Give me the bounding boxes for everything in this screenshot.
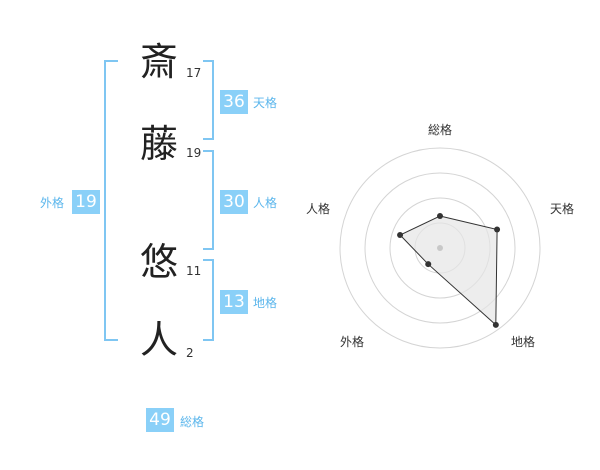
radar-point (494, 226, 501, 233)
gaikaku-bracket (104, 60, 118, 341)
name-char-4: 人 (140, 318, 179, 362)
stroke-count-3: 11 (186, 264, 202, 278)
radar-point (397, 232, 404, 239)
radar-label-jinkaku: 人格 (306, 202, 331, 216)
radar-label-soukaku: 総格 (428, 123, 453, 137)
gaikaku-value: 19 (72, 190, 100, 214)
soukaku-label: 総格 (180, 415, 205, 429)
name-char-1: 斎 (140, 40, 179, 84)
chikaku-value: 13 (220, 290, 248, 314)
radar-label-chikaku: 地格 (511, 335, 536, 349)
tenkaku-label: 天格 (253, 96, 278, 110)
stroke-count-4: 2 (186, 346, 194, 360)
radar-grid-ring (339, 147, 541, 349)
jinkaku-value: 30 (220, 190, 248, 214)
radar-point (492, 321, 499, 328)
chikaku-bracket (203, 259, 214, 341)
stroke-count-2: 19 (186, 146, 202, 160)
radar-point (437, 213, 443, 219)
tenkaku-value: 36 (220, 90, 248, 114)
gaikaku-label: 外格 (40, 196, 65, 210)
name-char-2: 藤 (140, 122, 179, 166)
soukaku-value: 49 (146, 408, 174, 432)
radar-grid-ring (364, 172, 516, 324)
chikaku-label: 地格 (253, 296, 278, 310)
radar-point (425, 261, 432, 268)
name-char-3: 悠 (140, 240, 179, 284)
radar-area (399, 215, 498, 327)
radar-center-dot (437, 245, 443, 251)
jinkaku-label: 人格 (253, 196, 278, 210)
jinkaku-bracket (203, 150, 214, 250)
radar-label-gaikaku: 外格 (340, 335, 365, 349)
stroke-count-1: 17 (186, 66, 202, 80)
radar-label-tenkaku: 天格 (550, 202, 575, 216)
tenkaku-bracket (203, 60, 214, 140)
